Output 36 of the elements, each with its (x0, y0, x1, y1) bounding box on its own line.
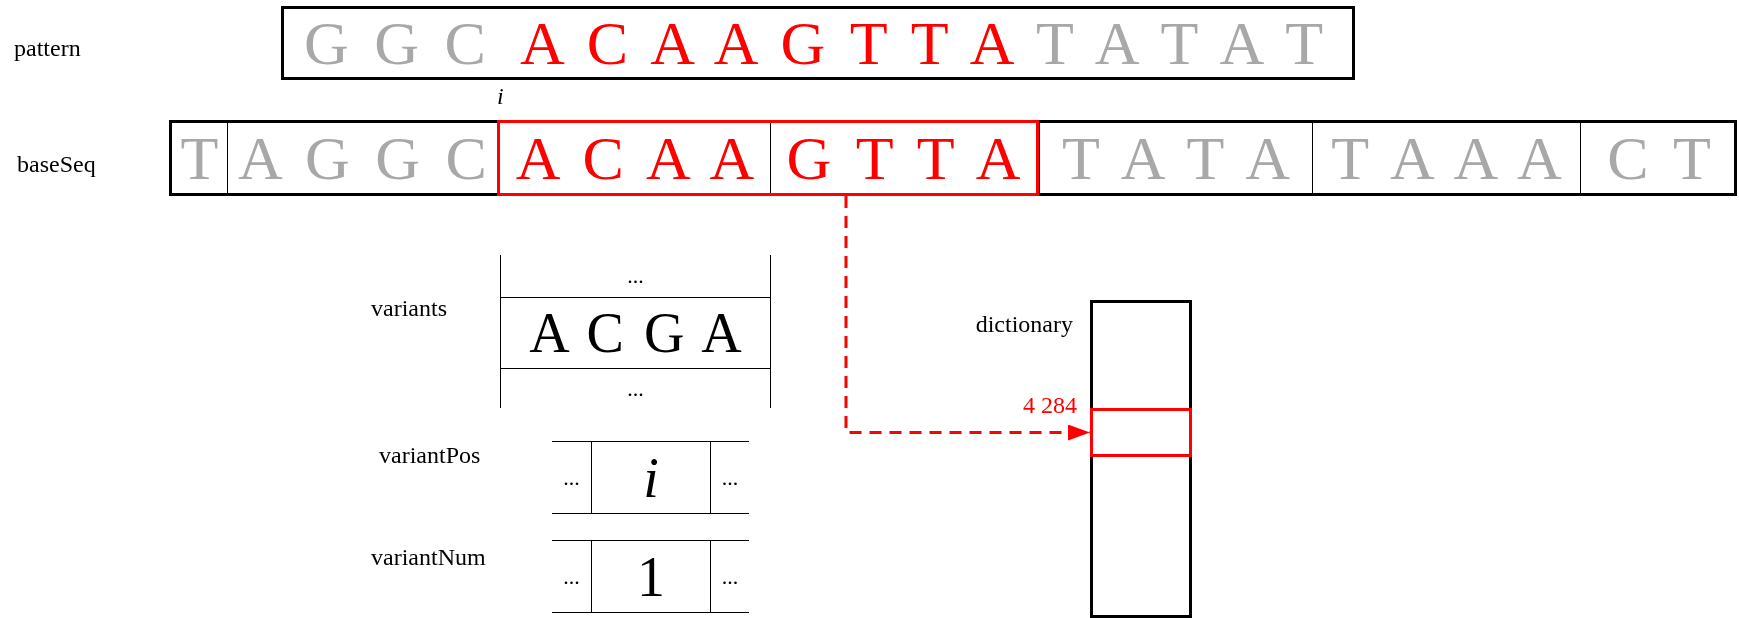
sequence-cell: A G G C (227, 123, 497, 193)
node-label: variantPos (379, 441, 481, 469)
table-cell: 1 (591, 541, 711, 612)
index-label: pattern (14, 34, 81, 62)
index-label: i (497, 82, 504, 110)
sequence-strip (281, 6, 1355, 80)
sequence-cell: T A T A (1039, 123, 1312, 193)
letter-group: T A T A T (1036, 9, 1323, 77)
node-label: baseSeq (17, 150, 96, 178)
node-label: variants (371, 294, 447, 322)
node-label: dictionary (975, 310, 1073, 338)
ellipsis-text: ... (720, 562, 740, 591)
sequence-cell: T (172, 123, 227, 193)
dictionary-table (1090, 300, 1192, 618)
ellipsis-text: ... (626, 374, 645, 403)
sequence-cell: T A A A (1312, 123, 1580, 193)
letter-group: A C A A G T T A (520, 9, 1015, 77)
ellipsis-text: ... (562, 463, 581, 492)
table-row (552, 441, 749, 514)
highlight-window (497, 120, 1039, 196)
sequence-cell: C T (1580, 123, 1737, 193)
ellipsis-text: ... (720, 463, 740, 492)
node-label: variantNum (371, 543, 486, 571)
ellipsis-text: ... (562, 562, 581, 591)
table-cell: A C G A (501, 297, 770, 369)
sequence-strip (169, 120, 1737, 196)
ellipsis-text: ... (626, 262, 645, 290)
sequence-cell: G T T A (770, 123, 1036, 193)
letter-group: G G C (304, 9, 486, 77)
index-label: 4 284 (1023, 391, 1077, 419)
highlighted-entry (1090, 408, 1192, 457)
table-column (500, 255, 771, 408)
table-row (552, 540, 749, 613)
table-cell: i (591, 442, 711, 513)
sequence-cell: A C A A (500, 123, 770, 193)
dashed-arrow (844, 196, 1090, 441)
